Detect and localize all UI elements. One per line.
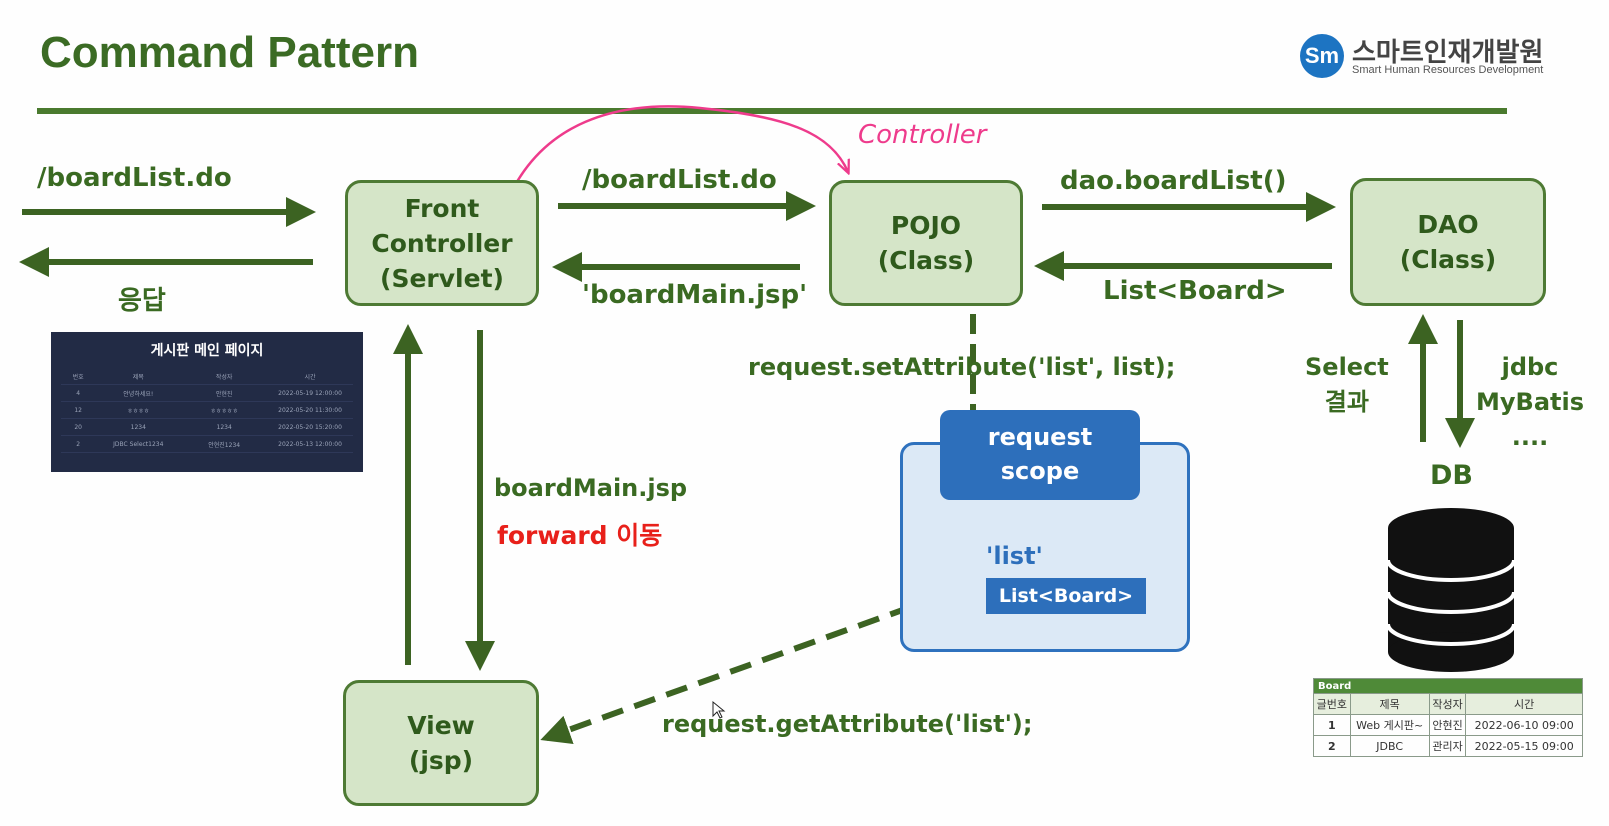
label-forward-jsp: boardMain.jsp (494, 474, 688, 502)
label-response: 응답 (118, 286, 166, 316)
screenshot-cell: 2022-05-20 11:30:00 (278, 406, 342, 414)
screenshot-header-row: 번호 제목 작성자 시간 (61, 368, 353, 385)
table-row: 1 Web 게시판~ 안현진 2022-06-10 09:00 (1313, 714, 1583, 736)
screenshot-cell: 12 (74, 406, 82, 414)
board-cell: 1 (1313, 714, 1351, 736)
screenshot-cell: ㅎㅎㅎㅎ (127, 407, 150, 415)
screenshot-cell: 안녕하세요! (123, 390, 154, 398)
label-forward-move: forward 이동 (497, 521, 663, 550)
label-get-attribute: request.getAttribute('list'); (662, 710, 1033, 738)
label-request-in: /boardList.do (37, 163, 232, 193)
label-jdbc: jdbc MyBatis .... (1476, 350, 1584, 454)
board-table-caption: Board (1313, 678, 1583, 694)
screenshot-cell: 4 (76, 389, 81, 397)
screenshot-cell: 2022-05-19 12:00:00 (278, 389, 342, 397)
board-table: Board 글번호 제목 작성자 시간 1 Web 게시판~ 안현진 2022-… (1313, 678, 1583, 757)
screenshot-cell: 1234 (216, 423, 232, 431)
screenshot-cell: 안현진 (215, 390, 233, 398)
board-cell: 안현진 (1428, 714, 1467, 736)
board-col-header: 시간 (1465, 693, 1583, 715)
board-cell: Web 게시판~ (1349, 714, 1430, 736)
screenshot-title: 게시판 메인 페이지 (150, 343, 264, 359)
table-row: 2 JDBC 관리자 2022-05-15 09:00 (1313, 735, 1583, 757)
screenshot-cell: 2022-05-13 12:00:00 (278, 440, 342, 448)
logo-icon: Sm (1300, 34, 1344, 78)
board-cell: 2022-06-10 09:00 (1465, 714, 1583, 736)
jdbc-line1: jdbc (1501, 353, 1559, 381)
front-controller-line3: (Servlet) (380, 263, 504, 293)
title-divider (37, 108, 1507, 114)
screenshot-cell: 2 (76, 440, 81, 448)
screenshot-row: 2 JDBC Select1234 안현진1234 2022-05-13 12:… (61, 436, 353, 453)
screenshot-col: 제목 (132, 373, 144, 381)
screenshot-cell: 20 (74, 423, 82, 431)
board-main-page-screenshot: 게시판 메인 페이지 번호 제목 작성자 시간 4 안녕하세요! 안현진 202… (51, 332, 363, 472)
select-result-line1: Select (1305, 353, 1389, 381)
pojo-box: POJO (Class) (829, 180, 1023, 306)
screenshot-row: 20 1234 1234 2022-05-20 15:20:00 (61, 419, 353, 436)
logo-korean-text: 스마트인재개발원 (1352, 38, 1544, 68)
cursor-icon (712, 700, 726, 719)
handwritten-controller-label: Controller (858, 120, 987, 150)
select-result-line2: 결과 (1324, 387, 1369, 416)
database-icon (1386, 508, 1516, 672)
page-title: Command Pattern (40, 28, 419, 77)
request-scope-header: request scope (940, 410, 1140, 500)
jdbc-line2: MyBatis (1476, 387, 1584, 416)
request-scope-line2: scope (1000, 457, 1080, 485)
screenshot-col: 작성자 (215, 373, 233, 381)
view-line1: View (407, 711, 475, 740)
screenshot-row: 12 ㅎㅎㅎㅎ ㅎㅎㅎㅎㅎ 2022-05-20 11:30:00 (61, 402, 353, 419)
dao-box: DAO (Class) (1350, 178, 1546, 306)
board-cell: JDBC (1349, 735, 1430, 757)
view-line2: (jsp) (408, 746, 474, 775)
label-request-to-pojo: /boardList.do (582, 165, 777, 195)
pojo-line1: POJO (890, 211, 962, 240)
dao-line1: DAO (1417, 210, 1479, 239)
jdbc-line3: .... (1511, 422, 1549, 451)
scope-list-value: List<Board> (986, 578, 1146, 614)
screenshot-cell: JDBC Select1234 (113, 440, 164, 448)
screenshot-col: 번호 (72, 373, 84, 381)
screenshot-row: 4 안녕하세요! 안현진 2022-05-19 12:00:00 (61, 385, 353, 402)
board-col-header: 제목 (1349, 693, 1430, 715)
front-controller-line1: Front (404, 193, 480, 223)
brand-logo: Sm 스마트인재개발원 Smart Human Resources Develo… (1300, 30, 1544, 85)
screenshot-col: 시간 (304, 373, 316, 381)
scope-list-key: 'list' (986, 542, 1043, 570)
view-box: View (jsp) (343, 680, 539, 806)
screenshot-cell: 안현진1234 (208, 441, 241, 449)
board-col-header: 글번호 (1313, 693, 1351, 715)
board-cell: 2022-05-15 09:00 (1465, 735, 1583, 757)
label-dao-return: List<Board> (1103, 276, 1287, 306)
front-controller-line2: Controller (371, 228, 513, 258)
dao-line2: (Class) (1399, 245, 1497, 274)
front-controller-box: Front Controller (Servlet) (345, 180, 539, 306)
label-db: DB (1430, 460, 1473, 491)
board-col-header: 작성자 (1428, 693, 1467, 715)
screenshot-cell: ㅎㅎㅎㅎㅎ (210, 407, 238, 415)
label-set-attribute: request.setAttribute('list', list); (748, 353, 1176, 381)
label-dao-call: dao.boardList() (1060, 166, 1287, 196)
label-pojo-return: 'boardMain.jsp' (582, 280, 808, 310)
board-cell: 2 (1313, 735, 1351, 757)
request-scope-line1: request (987, 423, 1093, 452)
board-cell: 관리자 (1428, 735, 1467, 757)
pojo-line2: (Class) (877, 246, 975, 275)
label-select-result: Select 결과 (1305, 350, 1389, 420)
screenshot-cell: 2022-05-20 15:20:00 (278, 423, 342, 431)
screenshot-cell: 1234 (130, 423, 146, 431)
logo-english-text: Smart Human Resources Development (1352, 64, 1544, 76)
